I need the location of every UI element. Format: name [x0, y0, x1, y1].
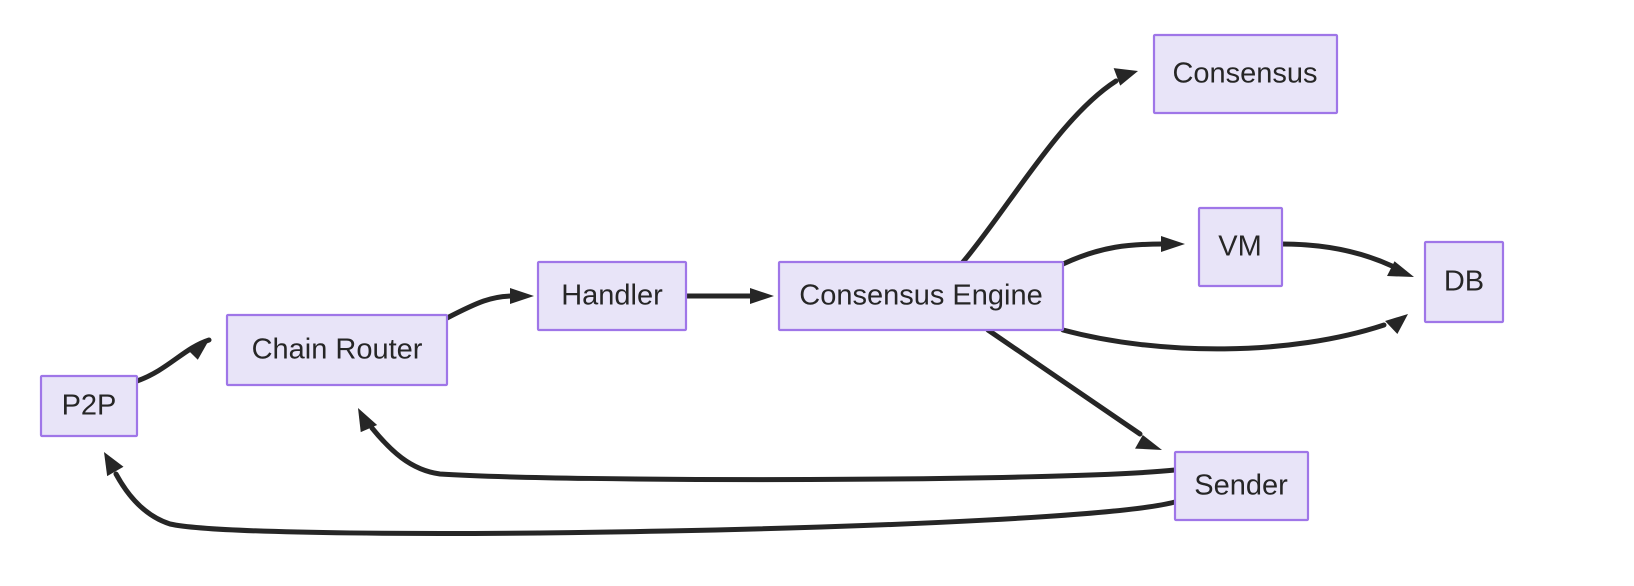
- node-box[interactable]: [536, 260, 688, 332]
- node-label: Chain Router: [252, 334, 423, 366]
- node-label: VM: [1218, 231, 1262, 263]
- edge-consensus-engine-to-db: [1060, 314, 1408, 352]
- edge-path: [1060, 322, 1387, 352]
- arrow-head-icon: [750, 288, 774, 304]
- arrow-head-icon: [1135, 434, 1162, 450]
- edge-consensus-engine-to-sender: [985, 327, 1162, 450]
- arrow-head-icon: [1161, 236, 1185, 252]
- arrow-head-icon: [1387, 261, 1414, 277]
- arrow-head-icon: [186, 340, 209, 360]
- edge-consensus-engine-to-vm: [1060, 236, 1185, 267]
- node-p2p[interactable]: P2P: [39, 374, 139, 438]
- edge-path: [1279, 241, 1395, 269]
- edge-path: [1060, 241, 1166, 267]
- edge-chain-router-to-handler: [444, 288, 534, 321]
- edge-path: [369, 425, 1178, 483]
- node-consensus[interactable]: Consensus: [1152, 33, 1339, 115]
- node-sender[interactable]: Sender: [1173, 450, 1310, 522]
- node-box[interactable]: [1173, 450, 1310, 522]
- node-label: Sender: [1194, 470, 1288, 502]
- edge-path: [960, 78, 1119, 265]
- arrow-head-icon: [104, 452, 124, 477]
- node-layer: P2P Chain Router Handler Consensus Engin…: [39, 33, 1505, 522]
- node-vm[interactable]: VM: [1197, 206, 1284, 288]
- node-box[interactable]: [1423, 240, 1505, 324]
- arrow-head-icon: [358, 408, 378, 433]
- edge-p2p-to-chain-router: [134, 337, 212, 384]
- node-label: DB: [1444, 266, 1484, 298]
- arrow-head-icon: [1113, 68, 1138, 86]
- edge-sender-to-p2p: [104, 452, 1178, 536]
- node-label: Consensus: [1172, 58, 1317, 90]
- edge-layer: [104, 68, 1414, 536]
- node-box[interactable]: [1197, 206, 1284, 288]
- node-consensus-engine[interactable]: Consensus Engine: [777, 260, 1065, 332]
- edge-path: [444, 293, 516, 321]
- edge-consensus-engine-to-consensus: [960, 68, 1138, 265]
- node-box[interactable]: [39, 374, 139, 438]
- edge-path: [985, 327, 1143, 437]
- edge-path: [113, 471, 1178, 536]
- arrow-head-icon: [510, 288, 534, 304]
- node-label: Consensus Engine: [799, 280, 1042, 312]
- edge-handler-to-consensus-engine: [683, 288, 774, 304]
- arrow-head-icon: [1385, 314, 1408, 334]
- node-box[interactable]: [225, 313, 449, 387]
- edge-sender-to-chain-router: [358, 408, 1178, 483]
- node-db[interactable]: DB: [1423, 240, 1505, 324]
- node-box[interactable]: [777, 260, 1065, 332]
- node-chain-router[interactable]: Chain Router: [225, 313, 449, 387]
- edge-vm-to-db: [1279, 241, 1414, 277]
- node-box[interactable]: [1152, 33, 1339, 115]
- node-label: Handler: [561, 280, 663, 312]
- node-handler[interactable]: Handler: [536, 260, 688, 332]
- node-label: P2P: [62, 390, 117, 422]
- edge-path: [134, 337, 212, 384]
